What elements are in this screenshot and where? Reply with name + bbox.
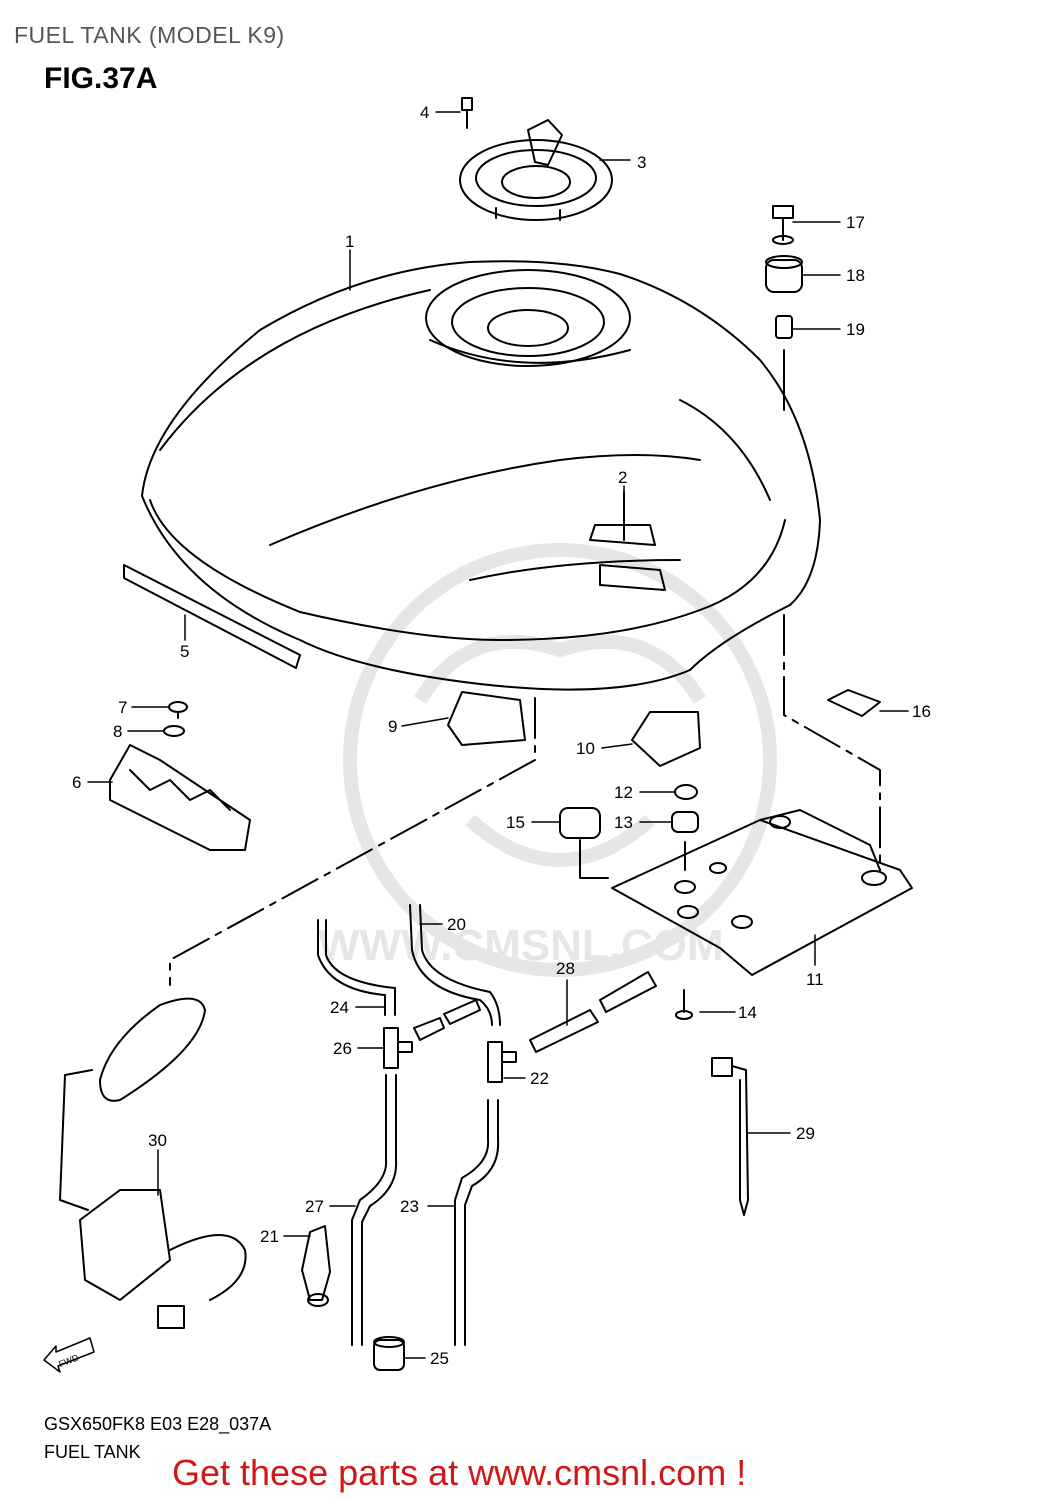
watermark-text: WWW.CMSNL.COM bbox=[318, 921, 724, 970]
callout-8: 8 bbox=[113, 722, 122, 741]
fwd-arrow bbox=[43, 1337, 95, 1373]
callout-2: 2 bbox=[618, 468, 627, 487]
callout-18: 18 bbox=[846, 266, 865, 285]
washer bbox=[163, 725, 185, 737]
screw bbox=[168, 701, 188, 719]
hose-23 bbox=[454, 1099, 500, 1346]
callout-numbers: 1 2 3 4 5 6 7 8 9 10 11 12 13 14 15 16 1… bbox=[57, 103, 931, 1369]
collar-25 bbox=[373, 1336, 405, 1371]
clamp-21 bbox=[301, 1225, 331, 1307]
hose-27 bbox=[351, 1074, 398, 1346]
connector-holder-a bbox=[447, 691, 526, 746]
callout-10: 10 bbox=[576, 739, 595, 758]
callout-26: 26 bbox=[333, 1039, 352, 1058]
callout-24: 24 bbox=[330, 998, 349, 1017]
callout-12: 12 bbox=[614, 783, 633, 802]
callout-29: 29 bbox=[796, 1124, 815, 1143]
grommet bbox=[674, 784, 698, 800]
figure-number: FIG.37A bbox=[44, 62, 158, 95]
callout-30: 30 bbox=[148, 1131, 167, 1150]
tank-strip bbox=[123, 564, 301, 669]
page-title: FUEL TANK (MODEL K9) bbox=[14, 22, 285, 48]
callout-20: 20 bbox=[447, 915, 466, 934]
cap-bolt bbox=[461, 97, 473, 129]
fuel-tank bbox=[141, 260, 821, 691]
callout-4: 4 bbox=[420, 103, 429, 122]
callout-1: 1 bbox=[345, 232, 354, 251]
callout-28: 28 bbox=[556, 959, 575, 978]
watermark bbox=[343, 543, 777, 977]
callout-23: 23 bbox=[400, 1197, 419, 1216]
mount-bolt bbox=[772, 205, 794, 245]
callout-7: 7 bbox=[118, 698, 127, 717]
parts-link[interactable]: Get these parts at www.cmsnl.com ! bbox=[172, 1452, 747, 1493]
callout-27: 27 bbox=[305, 1197, 324, 1216]
callout-9: 9 bbox=[388, 717, 397, 736]
rubber-cap bbox=[559, 807, 601, 839]
callout-6: 6 bbox=[72, 773, 81, 792]
callout-5: 5 bbox=[180, 642, 189, 661]
callout-11: 11 bbox=[806, 970, 824, 989]
callout-17: 17 bbox=[846, 213, 865, 232]
callout-14: 14 bbox=[738, 1003, 757, 1022]
plate-bolt bbox=[675, 989, 693, 1020]
fuel-cap bbox=[459, 119, 613, 221]
mounting-plate bbox=[611, 809, 913, 976]
hose-20 bbox=[409, 904, 501, 1026]
short-hoses bbox=[413, 999, 481, 1041]
diagram-code: GSX650FK8 E03 E28_037A bbox=[44, 1414, 272, 1434]
pad bbox=[827, 689, 881, 717]
fuel-pump bbox=[59, 997, 247, 1329]
sensor-29 bbox=[711, 1057, 749, 1216]
joint-26 bbox=[383, 1027, 413, 1069]
callout-22: 22 bbox=[530, 1069, 549, 1088]
diagram-name: FUEL TANK bbox=[44, 1442, 141, 1462]
cushion-small bbox=[671, 811, 699, 833]
joint-22 bbox=[487, 1041, 517, 1083]
callout-25: 25 bbox=[430, 1349, 449, 1368]
collar bbox=[775, 315, 793, 339]
connector-holder-b bbox=[631, 711, 701, 767]
callout-16: 16 bbox=[912, 702, 931, 721]
callout-15: 15 bbox=[506, 813, 525, 832]
hose-24 bbox=[317, 919, 396, 1016]
callout-13: 13 bbox=[614, 813, 633, 832]
callout-21: 21 bbox=[260, 1227, 279, 1246]
callout-3: 3 bbox=[637, 153, 646, 172]
bracket bbox=[109, 744, 251, 851]
cushion bbox=[765, 255, 803, 293]
callout-19: 19 bbox=[846, 320, 865, 339]
fwd-label: FWD bbox=[57, 1352, 80, 1369]
callout-leaders bbox=[87, 111, 909, 1359]
hose-28 bbox=[529, 971, 657, 1053]
